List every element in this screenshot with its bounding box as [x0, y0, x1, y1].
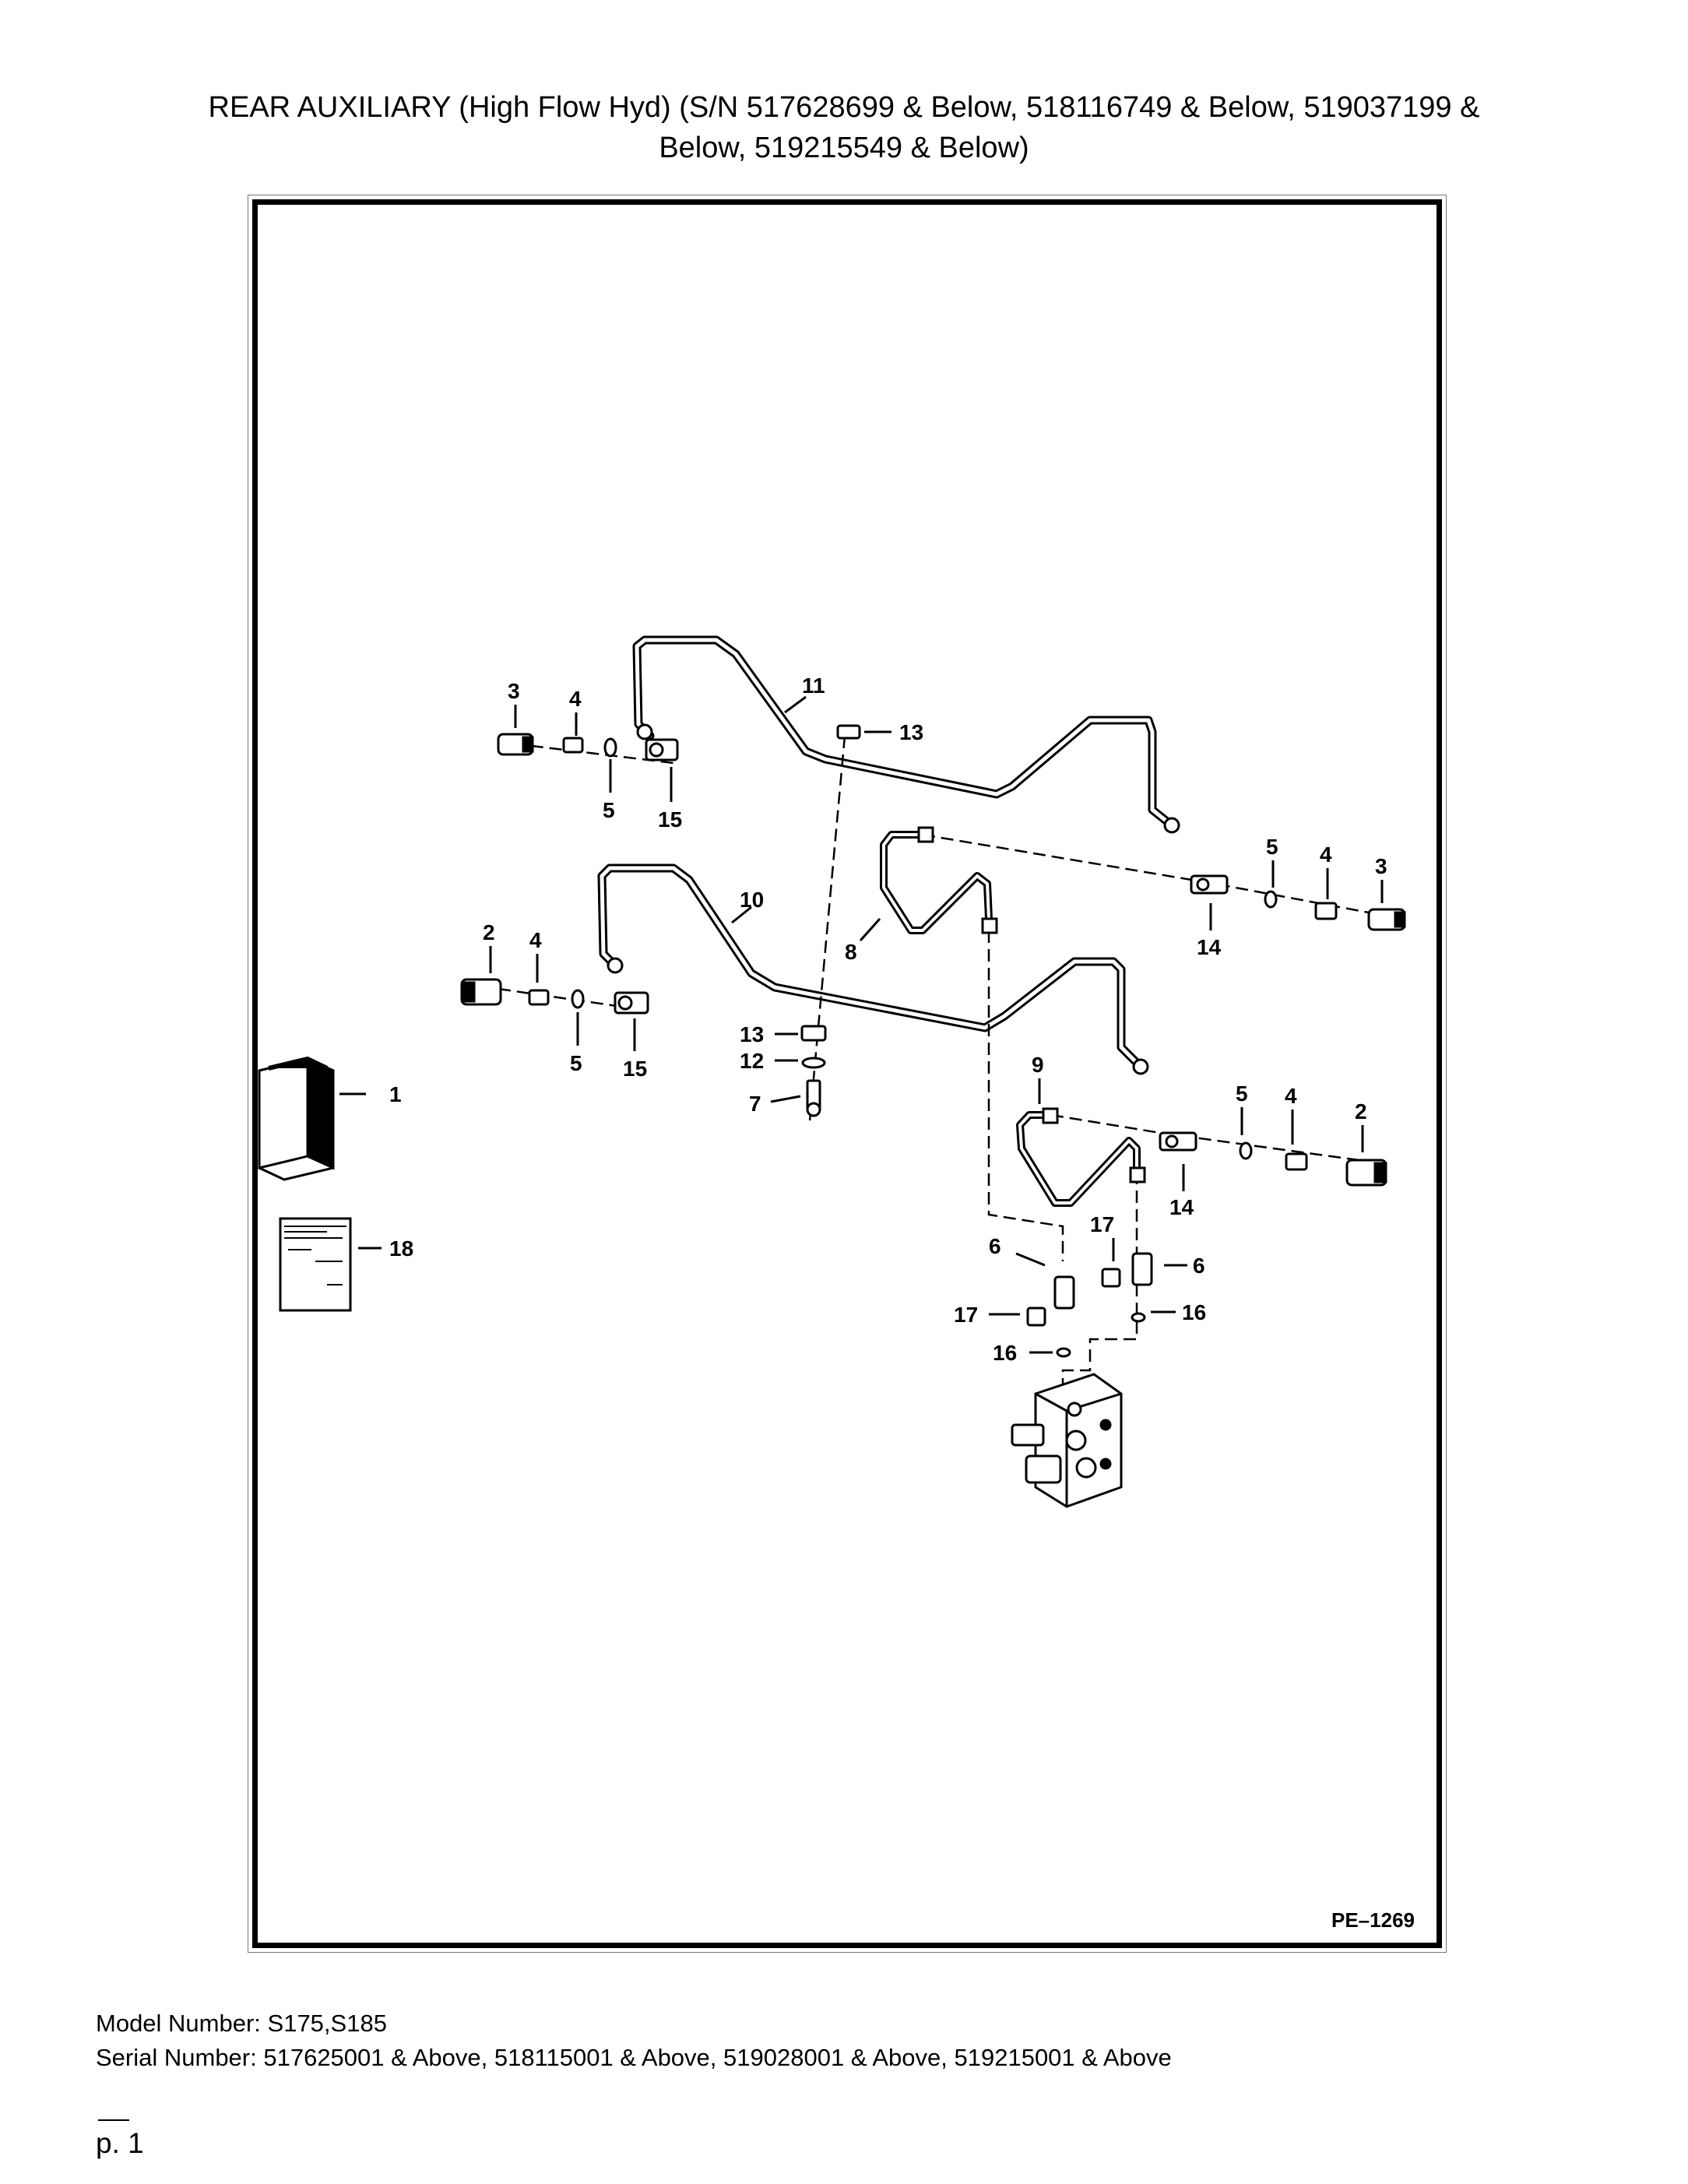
callout-13-upper: 13 [899, 720, 923, 744]
callout-4-upper-right: 4 [1320, 842, 1332, 867]
page-number: p. 1 [96, 2127, 144, 2159]
adapter-4-upper [562, 737, 584, 754]
o-ring-5-upper [603, 737, 617, 758]
fitting-6-left [1053, 1275, 1075, 1310]
callout-3-upper-right: 3 [1375, 854, 1387, 878]
o-ring-5-right-upper [1264, 890, 1278, 909]
callout-5-upper-right: 5 [1266, 835, 1278, 859]
fitting-6-right [1131, 1252, 1153, 1286]
o-ring-16-left [1056, 1347, 1071, 1358]
callout-5-lower-left: 5 [570, 1051, 582, 1075]
page-title: REAR AUXILIARY (High Flow Hyd) (S/N 5176… [0, 87, 1688, 168]
callout-4-upper-left: 4 [569, 687, 582, 711]
decal-18 [279, 1217, 352, 1312]
callout-4-lower-left: 4 [529, 928, 542, 952]
callout-1: 1 [389, 1082, 402, 1106]
drawing-reference: PE–1269 [1331, 1908, 1415, 1932]
callout-12: 12 [740, 1049, 764, 1073]
callout-8: 8 [845, 940, 857, 964]
adapter-4-right-lower [1285, 1152, 1308, 1171]
o-ring-16-right [1131, 1312, 1146, 1323]
callout-2-left: 2 [483, 920, 495, 944]
callout-6-left: 6 [989, 1234, 1001, 1258]
valve-block [1011, 1373, 1123, 1508]
o-ring-5-lower [571, 989, 585, 1009]
callout-16-left: 16 [993, 1341, 1017, 1365]
tube-9 [1016, 1111, 1141, 1207]
callout-5-upper-left: 5 [603, 798, 615, 822]
clamp-13-lower [800, 1025, 827, 1042]
adapter-4-lower [528, 989, 550, 1006]
callout-9: 9 [1032, 1053, 1044, 1077]
manual-canister-1 [258, 1056, 335, 1181]
callout-labels: 3 4 5 15 11 13 5 4 3 14 8 10 2 4 5 15 13… [389, 673, 1387, 1365]
diagram-frame [252, 199, 1442, 1948]
callout-13-lower: 13 [740, 1022, 764, 1046]
tube-10 [597, 863, 1145, 1071]
callout-14-upper: 14 [1197, 935, 1222, 959]
callout-18: 18 [389, 1236, 413, 1261]
callout-2-right: 2 [1355, 1099, 1367, 1124]
callout-11: 11 [802, 673, 825, 698]
callout-16-right: 16 [1182, 1300, 1206, 1324]
callout-6-right: 6 [1193, 1254, 1205, 1278]
callout-17-lower: 17 [954, 1303, 978, 1327]
washer-12 [801, 1057, 826, 1069]
page-divider [98, 2119, 129, 2121]
callout-15-lower: 15 [623, 1057, 647, 1081]
diagram-frame-outer [248, 195, 1447, 1953]
plug-17-right [1101, 1268, 1121, 1288]
o-ring-5-right-lower [1239, 1141, 1253, 1160]
clamp-13-upper [836, 724, 861, 740]
serial-number: Serial Number: 517625001 & Above, 518115… [96, 2044, 1172, 2071]
callout-3-upper-left: 3 [508, 679, 520, 703]
callout-17-upper: 17 [1090, 1212, 1114, 1236]
callout-7: 7 [749, 1092, 761, 1116]
model-number: Model Number: S175,S185 [96, 2010, 387, 2037]
callout-5-lower-right: 5 [1236, 1081, 1248, 1106]
callout-4-lower-right: 4 [1285, 1084, 1297, 1108]
title-line-1: REAR AUXILIARY (High Flow Hyd) (S/N 5176… [208, 91, 1480, 124]
callout-14-lower: 14 [1169, 1195, 1194, 1219]
title-line-2: Below, 519215549 & Below) [659, 132, 1029, 164]
adapter-4-right-upper [1314, 902, 1338, 920]
callout-10: 10 [740, 888, 764, 912]
callout-15-upper: 15 [658, 807, 682, 832]
plug-17-left [1026, 1307, 1046, 1327]
